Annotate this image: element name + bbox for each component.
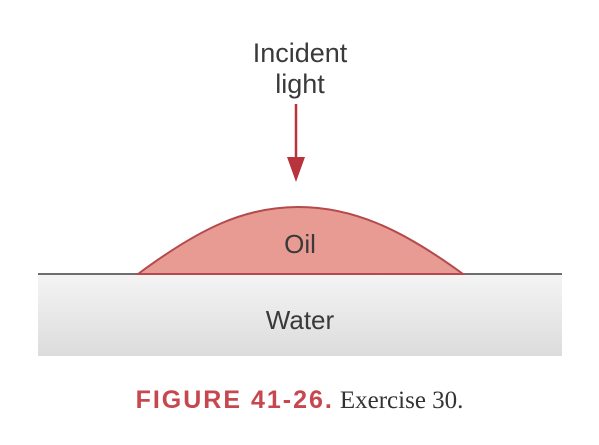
water-layer — [38, 274, 562, 356]
figure-caption: FIGURE 41-26.Exercise 30. — [0, 386, 599, 415]
incident-light-label-line1: Incident — [252, 38, 348, 68]
oil-label: Oil — [284, 229, 316, 259]
figure-number: FIGURE 41-26. — [135, 386, 334, 414]
water-label: Water — [265, 305, 335, 335]
oil-drop — [134, 205, 467, 275]
incident-light-label-line2: light — [275, 69, 325, 99]
incident-light-arrow-head — [287, 157, 305, 182]
caption-text: Exercise 30. — [339, 387, 464, 414]
incident-light-label: Incident light — [200, 38, 400, 100]
